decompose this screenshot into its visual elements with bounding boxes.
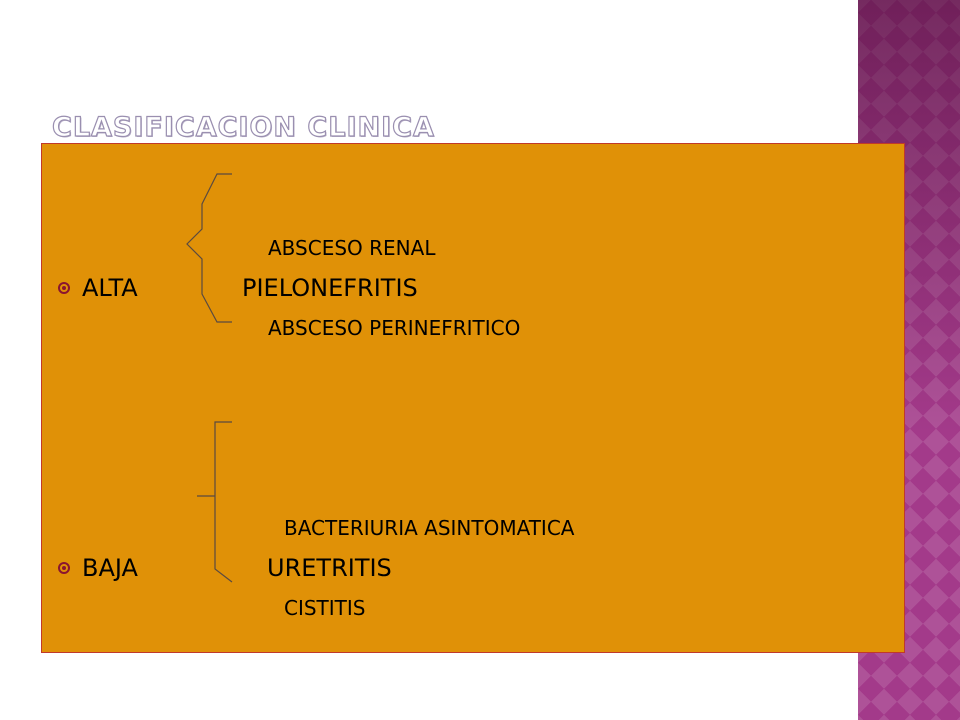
bracket-lines: [186, 173, 233, 583]
baja-item-uretritis: URETRITIS: [267, 554, 392, 582]
alta-label: ALTA: [82, 274, 138, 302]
baja-item-bacteriuria: BACTERIURIA ASINTOMATICA: [284, 516, 575, 540]
baja-label: BAJA: [82, 554, 138, 582]
baja-bracket: [197, 421, 233, 583]
alta-bracket: [186, 173, 232, 323]
baja-item-cistitis: CISTITIS: [284, 596, 366, 620]
alta-item-absceso-renal: ABSCESO RENAL: [268, 236, 436, 260]
alta-item-absceso-perinefritico: ABSCESO PERINEFRITICO: [268, 316, 521, 340]
content-box: ABSCESO RENAL ALTA PIELONEFRITIS ABSCESO…: [41, 143, 905, 653]
alta-item-pielonefritis: PIELONEFRITIS: [242, 274, 418, 302]
slide-title: CLASIFICACION CLINICA: [51, 111, 435, 143]
baja-bullet-icon: [58, 562, 70, 574]
alta-bullet-icon: [58, 282, 70, 294]
